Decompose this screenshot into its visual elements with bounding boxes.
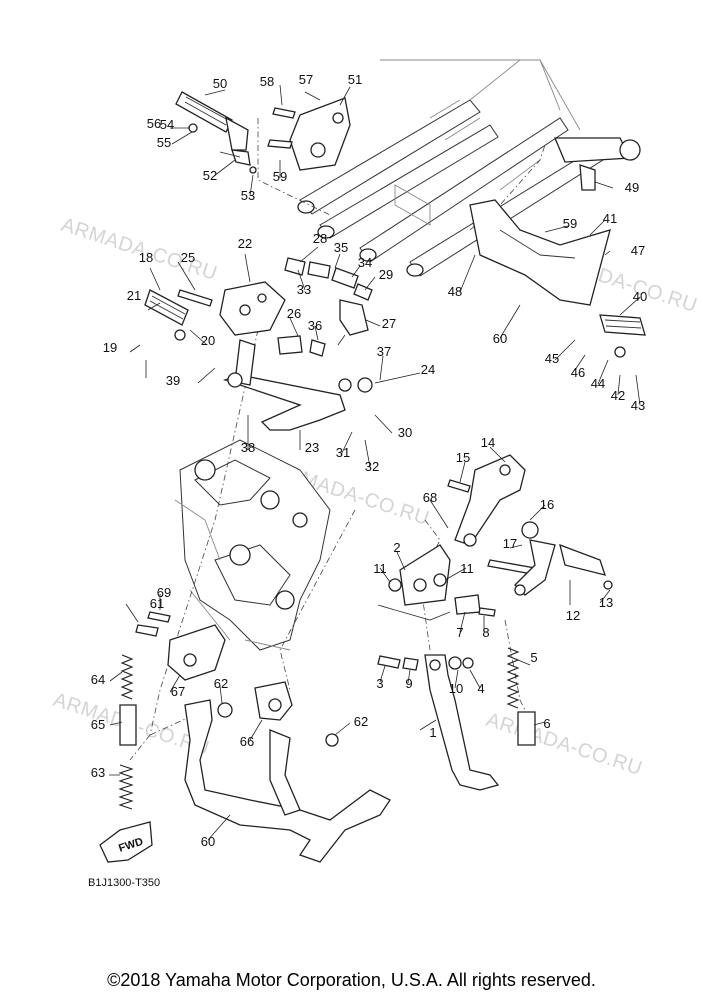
callout-24: 24 bbox=[421, 362, 435, 377]
callout-18: 18 bbox=[139, 250, 153, 265]
callout-59: 59 bbox=[563, 216, 577, 231]
callout-50: 50 bbox=[213, 76, 227, 91]
callout-14: 14 bbox=[481, 435, 495, 450]
centerstand-springs bbox=[118, 654, 137, 810]
callout-51: 51 bbox=[348, 72, 362, 87]
callout-67: 67 bbox=[171, 684, 185, 699]
callout-62: 62 bbox=[214, 676, 228, 691]
callout-20: 20 bbox=[201, 333, 215, 348]
sidestand-spring bbox=[506, 647, 536, 746]
callout-23: 23 bbox=[305, 440, 319, 455]
diagram-code: B1J1300-T350 bbox=[88, 877, 161, 889]
sidestand bbox=[377, 654, 500, 791]
callout-60: 60 bbox=[493, 331, 507, 346]
callout-66: 66 bbox=[240, 734, 254, 749]
rear-subframe bbox=[297, 59, 607, 277]
callout-48: 48 bbox=[448, 284, 462, 299]
brake-pedal bbox=[222, 335, 373, 431]
callout-56: 56 bbox=[147, 116, 161, 131]
callout-11: 11 bbox=[460, 561, 474, 576]
shift-pedal bbox=[514, 539, 613, 596]
callout-9: 9 bbox=[405, 676, 412, 691]
callout-55: 55 bbox=[157, 135, 171, 150]
passenger-footrest-right bbox=[469, 137, 646, 358]
sidestand-bracket bbox=[377, 544, 496, 621]
callout-29: 29 bbox=[379, 267, 393, 282]
passenger-footrest-left bbox=[175, 91, 257, 174]
callout-25: 25 bbox=[181, 250, 195, 265]
callout-47: 47 bbox=[631, 243, 645, 258]
callout-35: 35 bbox=[334, 240, 348, 255]
callout-26: 26 bbox=[287, 306, 301, 321]
callout-33: 33 bbox=[297, 282, 311, 297]
relation-lines bbox=[129, 118, 546, 761]
callout-57: 57 bbox=[299, 72, 313, 87]
callout-53: 53 bbox=[241, 188, 255, 203]
callout-6: 6 bbox=[543, 716, 550, 731]
callout-44: 44 bbox=[591, 376, 605, 391]
callout-4: 4 bbox=[477, 681, 484, 696]
callout-16: 16 bbox=[540, 497, 554, 512]
shift-bracket bbox=[447, 454, 539, 575]
callout-27: 27 bbox=[382, 316, 396, 331]
callout-54: 54 bbox=[160, 117, 174, 132]
watermark-5: ARMADA-CO.RU bbox=[483, 709, 645, 780]
copyright-notice: ©2018 Yamaha Motor Corporation, U.S.A. A… bbox=[107, 970, 596, 990]
callout-58: 58 bbox=[260, 74, 274, 89]
callout-10: 10 bbox=[449, 681, 463, 696]
callout-38: 38 bbox=[241, 440, 255, 455]
callout-1: 1 bbox=[429, 725, 436, 740]
callout-32: 32 bbox=[365, 459, 379, 474]
callout-43: 43 bbox=[631, 398, 645, 413]
callout-68: 68 bbox=[423, 490, 437, 505]
callout-5: 5 bbox=[530, 650, 537, 665]
callout-3: 3 bbox=[376, 676, 383, 691]
rider-footrest bbox=[144, 281, 286, 341]
callout-39: 39 bbox=[166, 373, 180, 388]
callout-2: 2 bbox=[393, 540, 400, 555]
callout-63: 63 bbox=[91, 765, 105, 780]
callout-40: 40 bbox=[633, 289, 647, 304]
callout-59: 59 bbox=[273, 169, 287, 184]
callout-36: 36 bbox=[308, 318, 322, 333]
callout-61: 61 bbox=[150, 596, 164, 611]
callout-41: 41 bbox=[603, 211, 617, 226]
callout-45: 45 bbox=[545, 351, 559, 366]
callout-42: 42 bbox=[611, 388, 625, 403]
callout-28: 28 bbox=[313, 231, 327, 246]
callout-62: 62 bbox=[354, 714, 368, 729]
callout-69: 69 bbox=[157, 585, 171, 600]
centerstand bbox=[184, 681, 391, 863]
callout-52: 52 bbox=[203, 168, 217, 183]
callout-37: 37 bbox=[377, 344, 391, 359]
callout-19: 19 bbox=[103, 340, 117, 355]
callout-34: 34 bbox=[358, 255, 372, 270]
passenger-bracket-left bbox=[267, 97, 351, 171]
callout-49: 49 bbox=[625, 180, 639, 195]
callout-46: 46 bbox=[571, 365, 585, 380]
callout-30: 30 bbox=[398, 425, 412, 440]
fwd-arrow: FWD bbox=[99, 821, 153, 863]
callout-64: 64 bbox=[91, 672, 105, 687]
callout-60: 60 bbox=[201, 834, 215, 849]
callout-7: 7 bbox=[456, 625, 463, 640]
callout-11: 11 bbox=[373, 561, 387, 576]
callout-12: 12 bbox=[566, 608, 580, 623]
callout-17: 17 bbox=[503, 536, 517, 551]
callout-22: 22 bbox=[238, 236, 252, 251]
leader-lines bbox=[109, 84, 641, 841]
callout-15: 15 bbox=[456, 450, 470, 465]
callout-65: 65 bbox=[91, 717, 105, 732]
centerstand-bracket bbox=[135, 611, 233, 718]
callout-8: 8 bbox=[482, 625, 489, 640]
brake-master-parts bbox=[284, 257, 373, 357]
callout-13: 13 bbox=[599, 595, 613, 610]
main-frame bbox=[174, 439, 331, 651]
callout-31: 31 bbox=[336, 445, 350, 460]
callout-21: 21 bbox=[127, 288, 141, 303]
